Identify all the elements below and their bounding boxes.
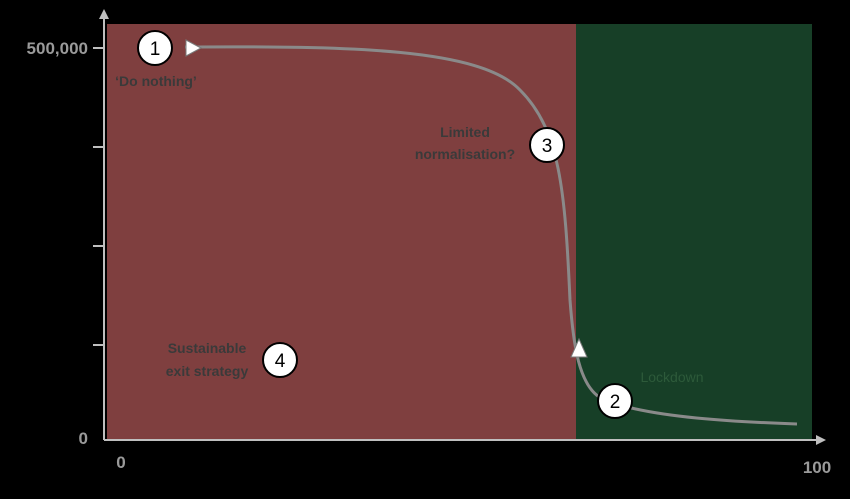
lockdown-label: Lockdown <box>640 369 703 385</box>
trajectory-curve <box>184 45 798 426</box>
marker-2-circle <box>597 383 633 419</box>
marker-1-label: ‘Do nothing’ <box>115 73 197 89</box>
arrow-right-icon <box>185 39 203 57</box>
y-axis-bottom-label: 0 <box>79 429 88 448</box>
marker-4-number: 4 <box>275 351 286 372</box>
region-left <box>107 24 576 440</box>
y-axis-arrow <box>99 9 109 19</box>
region-right-lockdown <box>576 24 812 440</box>
marker-3-circle <box>529 127 565 163</box>
marker-3-label-line1: Limited <box>440 124 490 140</box>
x-axis-start-label: 0 <box>116 453 125 472</box>
arrow-up-icon <box>570 337 588 358</box>
marker-2-number: 2 <box>610 392 621 413</box>
marker-1-circle <box>137 30 173 66</box>
x-axis-end-label: 100 <box>803 458 831 477</box>
marker-4-circle <box>262 342 298 378</box>
y-axis-top-label: 500,000 <box>27 39 88 58</box>
marker-4-label-line1: Sustainable <box>168 340 247 356</box>
marker-4-label-line2: exit strategy <box>166 363 249 379</box>
marker-1-number: 1 <box>150 39 161 60</box>
marker-3-number: 3 <box>542 136 553 157</box>
marker-3-label-line2: normalisation? <box>415 146 515 162</box>
x-axis-arrow <box>816 435 826 445</box>
